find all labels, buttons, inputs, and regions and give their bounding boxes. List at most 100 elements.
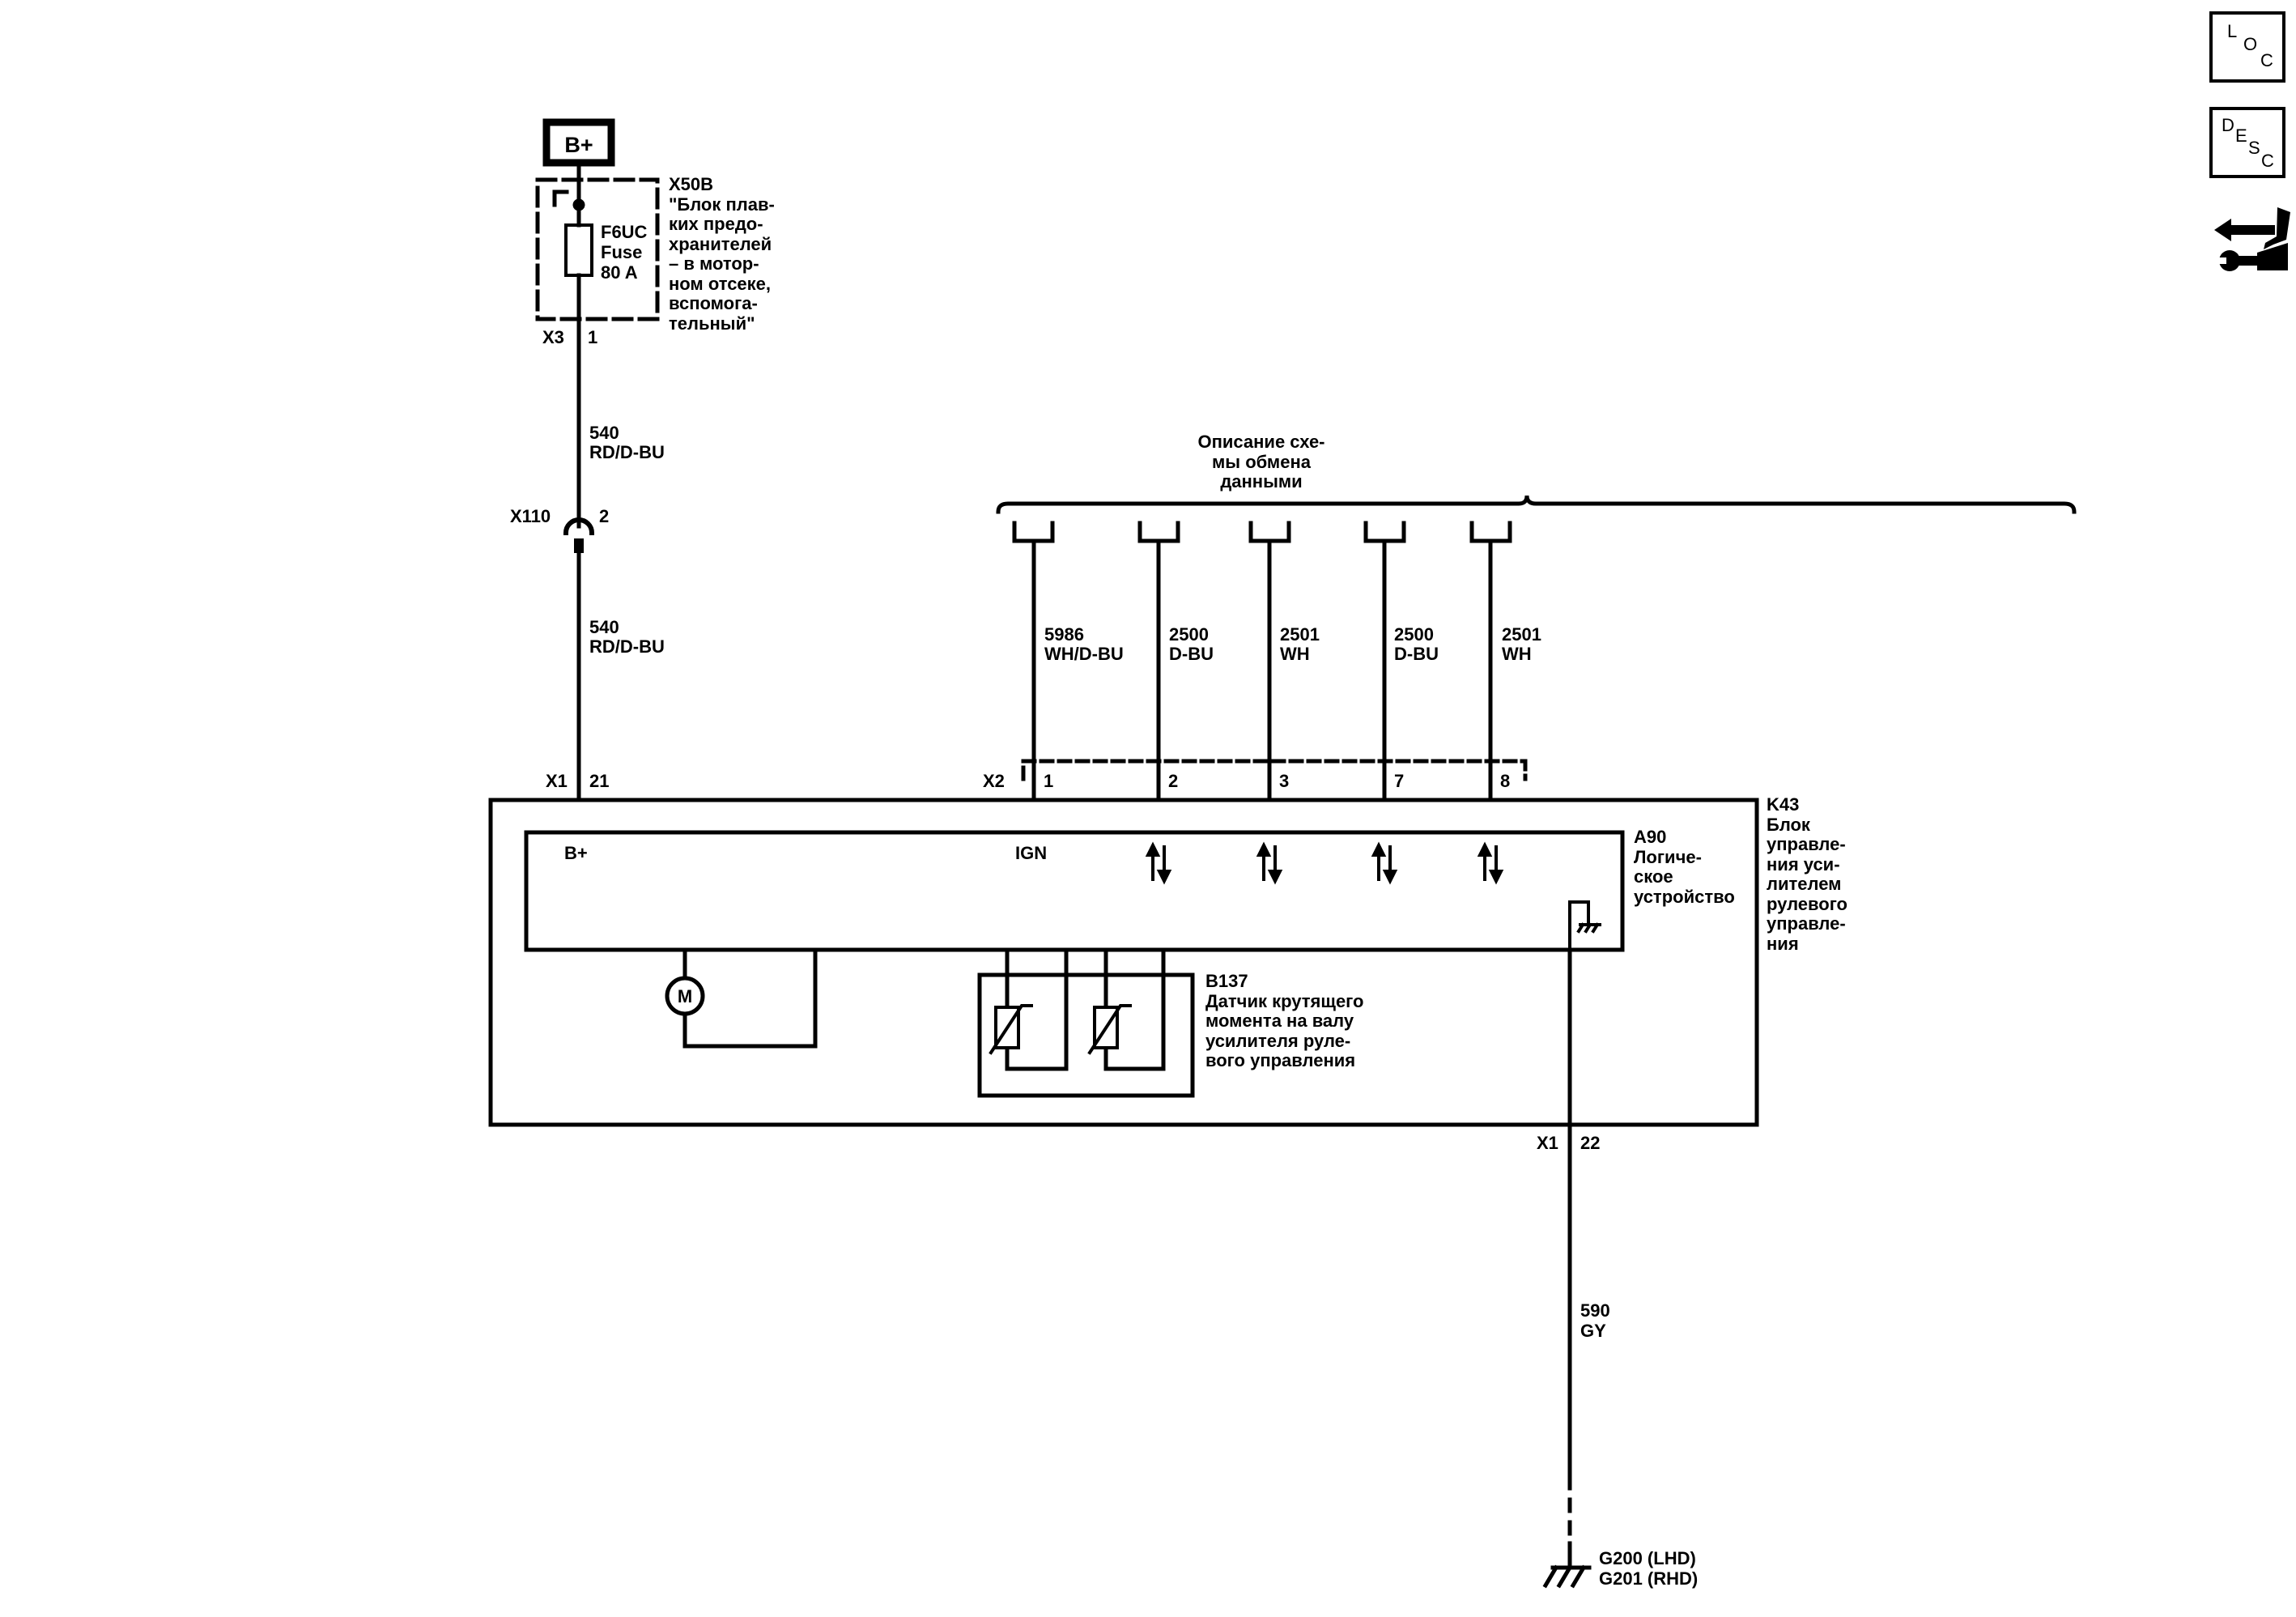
logic-ign-label: IGN [1015, 843, 1047, 863]
comm-wire-color: D-BU [1169, 644, 1214, 664]
torque-sensor-box [977, 972, 1195, 1098]
variable-resistor-icon [989, 1004, 1033, 1055]
module-desc-line: ния [1767, 934, 1799, 954]
sensor-desc-line: Датчик крутящего [1205, 991, 1364, 1011]
data-arrows [1145, 841, 1504, 885]
location-icon[interactable]: L O C [2209, 11, 2285, 83]
motor: M [665, 947, 818, 1049]
variable-resistor-icon [1087, 1004, 1132, 1055]
bidirectional-arrow-icon [1256, 841, 1283, 885]
fuse-type: Fuse [601, 242, 642, 262]
x2-connector-outline [1021, 759, 1528, 781]
comm-wire [1137, 521, 1180, 802]
fuse-block-label: X50B "Блок плав- ких предо- хранителей –… [542, 174, 775, 347]
battery-label: B+ [564, 133, 593, 157]
fuse-connector-label: X3 [542, 327, 564, 347]
inline-connector-pin: 2 [599, 506, 609, 526]
comm-wire [1363, 521, 1406, 802]
loc-letter: O [2243, 34, 2257, 54]
comm-wire [1469, 521, 1512, 802]
ground-wire-color: GY [1580, 1321, 1606, 1341]
wire-color: RD/D-BU [589, 442, 665, 462]
battery-source: B+ [542, 118, 615, 167]
logic-desc-line: ское [1634, 866, 1673, 887]
module-k43-label: K43 Блок управле- ния уси- лителем рулев… [1767, 794, 1847, 954]
desc-letter: D [2222, 115, 2234, 135]
sensor-desc-line: вого управления [1205, 1050, 1355, 1070]
module-ground-connector: X1 [1537, 1133, 1558, 1153]
supply-wire [563, 317, 595, 802]
ground-point-label: G201 (RHD) [1599, 1568, 1698, 1589]
wire-circuit: 540 [589, 423, 619, 443]
logic-desc-line: устройство [1634, 887, 1735, 907]
fuse-block-desc-line: "Блок плав- [669, 194, 775, 215]
comm-wire-color: WH [1280, 644, 1310, 664]
comm-wire [1248, 521, 1291, 802]
module-desc-line: управле- [1767, 913, 1846, 934]
internal-ground-icon [1568, 900, 1601, 951]
comm-wire-circuit: 2501 [1280, 624, 1320, 645]
comm-pin: 2 [1168, 771, 1178, 791]
sensor-desc-line: момента на валу [1205, 1011, 1354, 1031]
comm-wire-circuit: 2500 [1169, 624, 1209, 645]
logic-power-label: B+ [564, 843, 588, 863]
fuse-block-desc-line: вспомога- [669, 293, 758, 313]
module-power-connector: X1 [546, 771, 568, 791]
module-desc-line: управле- [1767, 834, 1846, 854]
comm-wire-color: WH [1502, 644, 1532, 664]
comm-bus-title: Описание схе- мы обмена данными [1197, 432, 1324, 491]
desc-letter: E [2235, 126, 2247, 146]
loc-letter: L [2227, 21, 2237, 41]
comm-wire-color: WH/D-BU [1044, 644, 1124, 664]
desc-letter: C [2261, 151, 2274, 171]
wire-circuit: 540 [589, 617, 619, 637]
ground-point-label: G200 (LHD) [1599, 1548, 1696, 1568]
fuse-block-desc-line: ном отсеке, [669, 274, 771, 294]
inline-connector-female [563, 517, 595, 536]
sensor-id: B137 [1205, 971, 1248, 991]
torque-sensor [977, 947, 1195, 1098]
logic-desc-line: Логиче- [1634, 847, 1702, 867]
fuse-block-desc-line: ких предо- [669, 214, 763, 234]
module-desc-line: ния уси- [1767, 854, 1840, 874]
comm-pin: 1 [1044, 771, 1053, 791]
module-ground-pin: 22 [1580, 1133, 1600, 1153]
logic-unit-a90-label: A90 Логиче- ское устройство B+ IGN [564, 827, 1735, 907]
logic-id: A90 [1634, 827, 1666, 847]
inline-connector-male [574, 538, 584, 553]
description-icon[interactable]: D E S C [2209, 107, 2285, 178]
module-id: K43 [1767, 794, 1799, 815]
comm-pin: 8 [1500, 771, 1510, 791]
motor-label: M [678, 986, 692, 1006]
comm-wire-circuit: 5986 [1044, 624, 1084, 645]
comm-wire-circuit: 2501 [1502, 624, 1541, 645]
wire-color: RD/D-BU [589, 636, 665, 657]
fuse-symbol [564, 223, 593, 277]
comm-wire-color: D-BU [1394, 644, 1439, 664]
module-desc-line: Блок [1767, 815, 1811, 835]
comm-title-line: мы обмена [1212, 452, 1312, 472]
comm-wire [1012, 521, 1055, 802]
comm-wire-circuit: 2500 [1394, 624, 1434, 645]
bidirectional-arrow-icon [1371, 841, 1398, 885]
desc-letter: S [2248, 138, 2260, 158]
torque-sensor-label: B137 Датчик крутящего момента на валу ус… [1205, 971, 1364, 1070]
sensor-desc-line: усилителя руле- [1205, 1031, 1350, 1051]
fuse-block-desc-line: хранителей [669, 234, 772, 254]
module-power-pin: 21 [589, 771, 609, 791]
ground-wire-circuit: 590 [1580, 1300, 1610, 1321]
module-desc-line: рулевого [1767, 894, 1847, 914]
comm-pin: 3 [1279, 771, 1289, 791]
module-k43-box [488, 798, 1759, 1127]
motor-icon [665, 976, 705, 1016]
inline-connector-id: X110 [510, 506, 551, 526]
fuse-name: F6UC [601, 222, 648, 242]
fuse-pin-label: 1 [588, 327, 597, 347]
fuse-rating: 80 A [601, 262, 638, 283]
module-desc-line: лителем [1767, 874, 1841, 894]
service-procedure-icon[interactable] [2214, 207, 2290, 271]
fuse-block-desc-line: тельный" [669, 313, 755, 334]
fuse-block-id: X50B [669, 174, 713, 194]
comm-connector-id: X2 [983, 771, 1005, 791]
